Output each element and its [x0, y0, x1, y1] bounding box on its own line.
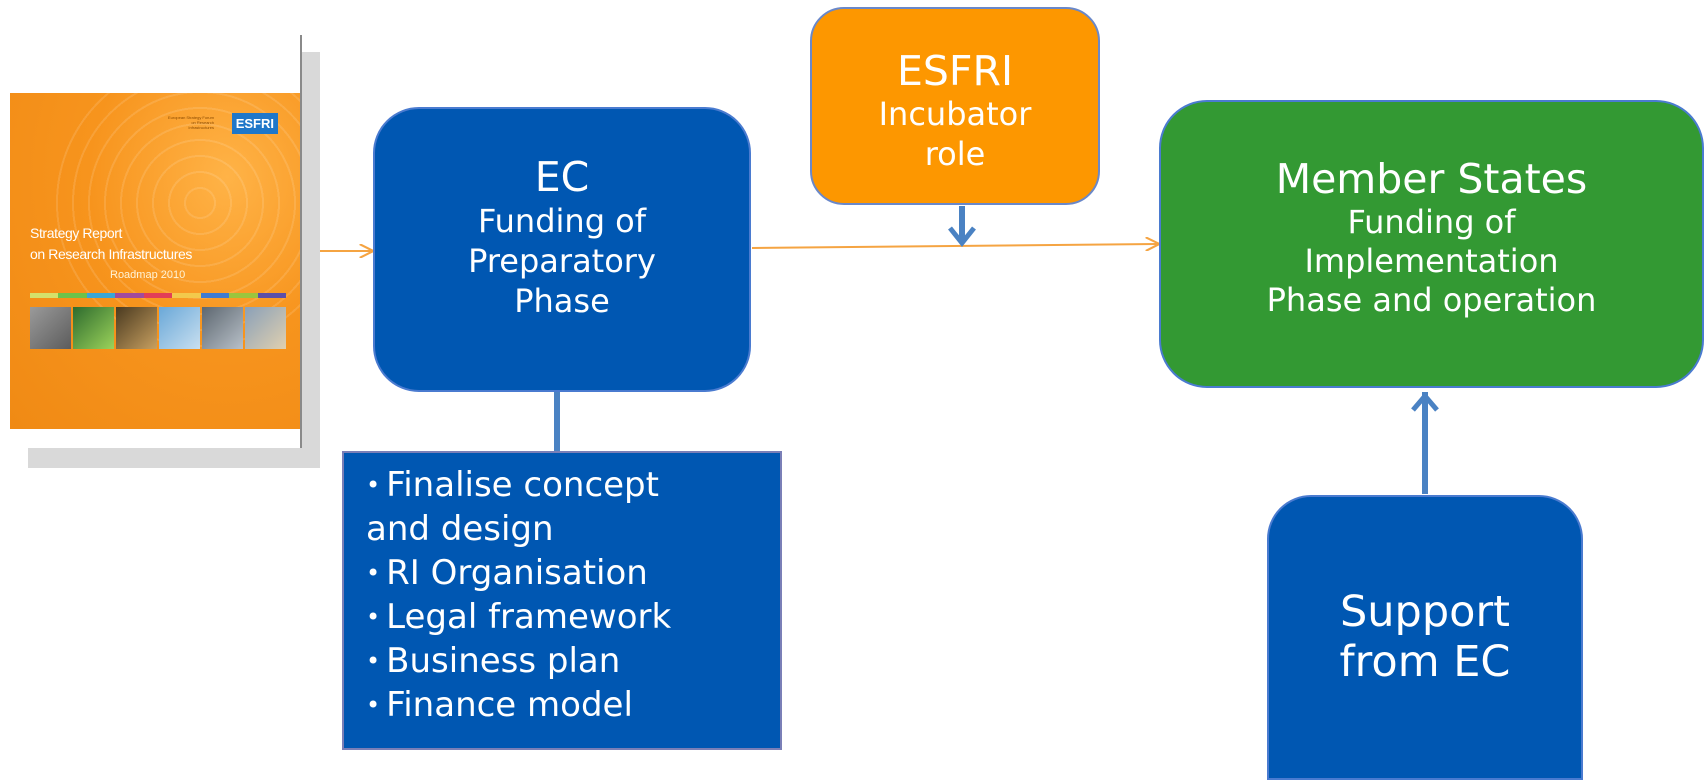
ec-box: EC Funding of Preparatory Phase	[373, 107, 751, 392]
report-color-stripes	[30, 293, 286, 298]
esfri-to-flow-arrow	[948, 206, 976, 248]
task-text: Legal framework	[386, 597, 672, 637]
report-cover-face: European Strategy Forum on Research Infr…	[10, 93, 300, 429]
bullet-icon: •	[366, 471, 381, 499]
member-states-box: Member States Funding of Implementation …	[1159, 100, 1704, 388]
esfri-title: ESFRI	[896, 47, 1014, 95]
task-item: •RI Organisation	[366, 551, 780, 595]
esfri-subtitle-line: role	[924, 135, 986, 173]
bullet-icon: •	[366, 603, 381, 631]
task-text: RI Organisation	[386, 553, 648, 593]
support-line: from EC	[1339, 637, 1511, 687]
task-item: •Finance model	[366, 683, 780, 727]
member-states-subtitle-line: Implementation	[1304, 242, 1559, 280]
report-edition: Roadmap 2010	[110, 269, 186, 281]
report-title: Strategy Report on Research Infrastructu…	[30, 223, 192, 265]
member-states-title: Member States	[1275, 155, 1588, 203]
report-publisher: European Strategy Forum on Research Infr…	[167, 115, 214, 130]
task-text: Finalise concept and design	[366, 465, 659, 549]
task-item: •Finalise concept and design	[366, 463, 706, 551]
ec-to-member-states-arrow	[751, 244, 1158, 248]
task-text: Business plan	[386, 641, 621, 681]
task-item: •Legal framework	[366, 595, 780, 639]
esfri-logo: ESFRI	[231, 113, 278, 134]
bullet-icon: •	[366, 691, 381, 719]
bullet-icon: •	[366, 647, 381, 675]
esfri-subtitle-line: Incubator	[878, 95, 1032, 133]
ec-title: EC	[534, 153, 590, 201]
support-from-ec-box: Support from EC	[1267, 495, 1583, 780]
ec-subtitle-line: Phase	[514, 282, 610, 320]
esfri-box: ESFRI Incubator role	[810, 7, 1100, 205]
member-states-subtitle-line: Phase and operation	[1266, 281, 1597, 319]
task-text: Finance model	[386, 685, 633, 725]
preparatory-tasks-box: •Finalise concept and design •RI Organis…	[342, 451, 782, 750]
support-to-member-states-arrow	[1411, 392, 1439, 494]
report-title-line2: on Research Infrastructures	[30, 246, 192, 262]
ec-subtitle-line: Preparatory	[468, 242, 656, 280]
report-title-line1: Strategy Report	[30, 225, 123, 241]
ec-subtitle-line: Funding of	[477, 202, 647, 240]
member-states-subtitle-line: Funding of	[1347, 203, 1516, 241]
task-item: •Business plan	[366, 639, 780, 683]
bullet-icon: •	[366, 559, 381, 587]
report-photo-strip	[30, 307, 286, 349]
esfri-roadmap-report-cover: European Strategy Forum on Research Infr…	[8, 35, 302, 448]
support-line: Support	[1340, 587, 1510, 637]
